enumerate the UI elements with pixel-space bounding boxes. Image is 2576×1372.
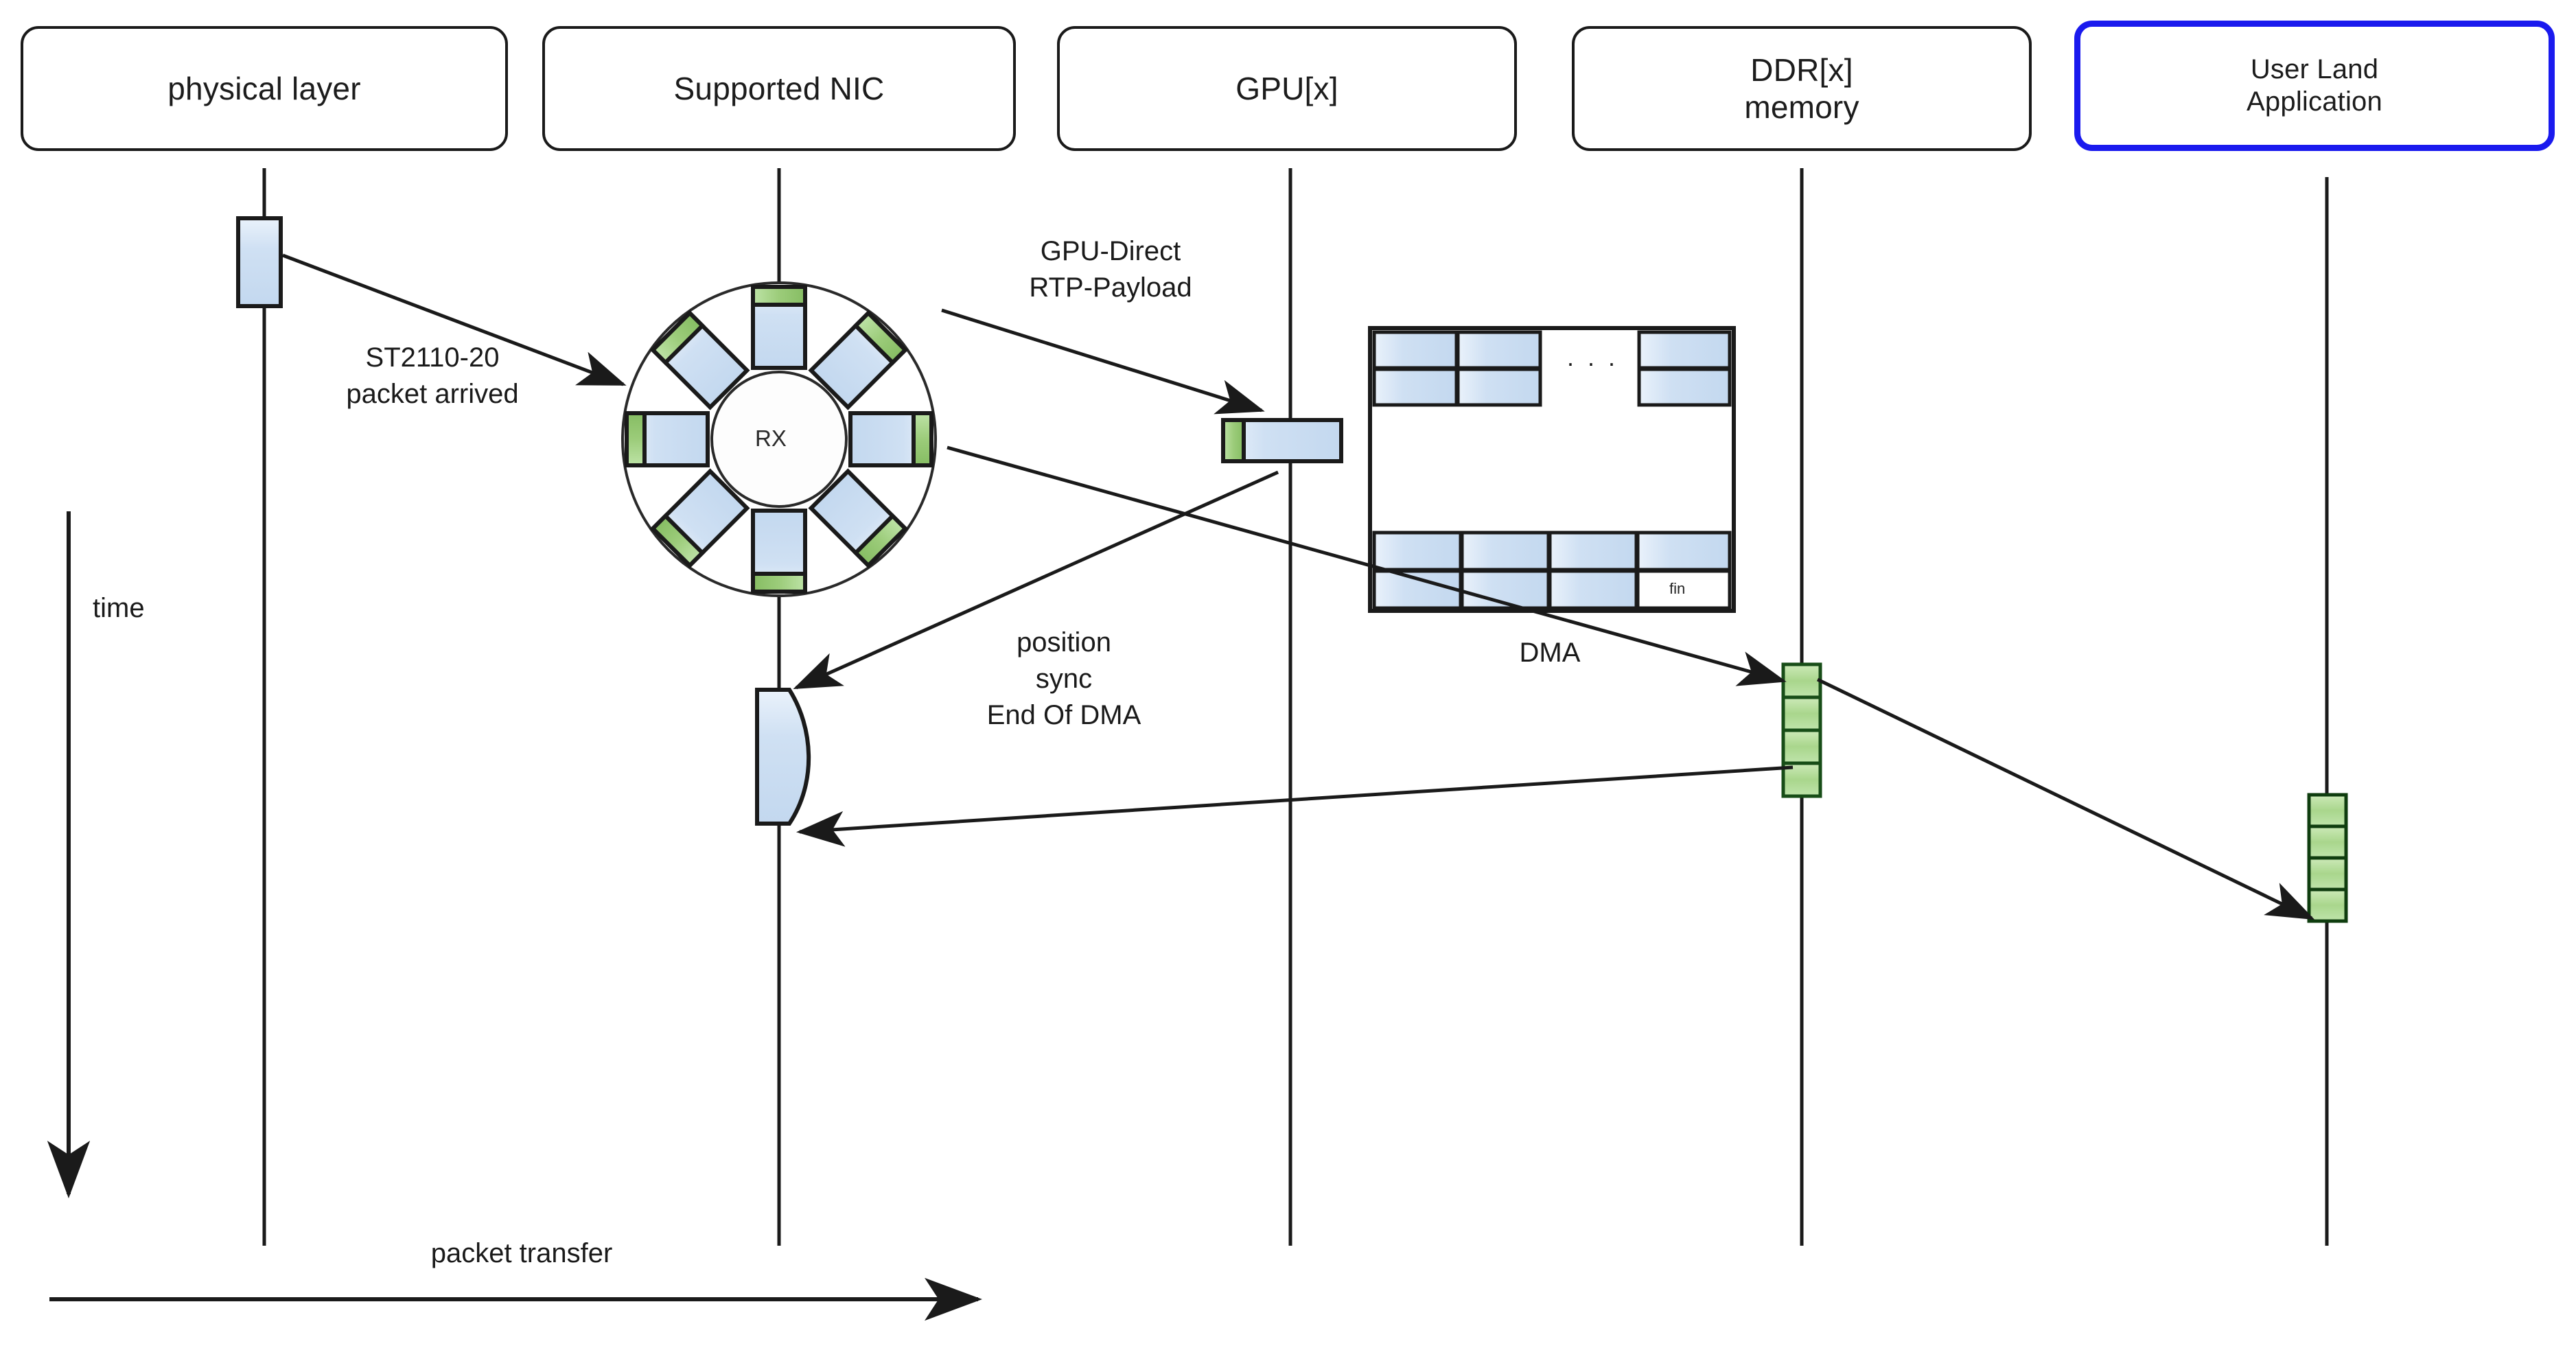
lifeline-header-physical-layer[interactable]: physical layer [21,26,508,151]
packet-transfer-axis-label: packet transfer [430,1238,613,1268]
rx-ring [621,281,937,597]
dma-fin-cell [1636,569,1732,610]
arrow-rx-to-ddr [947,445,1787,686]
activation-ddr-buffers [1781,662,1822,798]
dma-fin-label: fin [1669,580,1686,597]
arrow-position-sync [796,765,1794,847]
arrow-st2110-arrival [282,253,627,386]
lifeline-header-label: Supported NIC [673,70,885,106]
arrow-gpu-to-nic [793,470,1279,690]
arrow-ddr-to-user [1816,677,2315,920]
activation-user-land-buffers [2307,793,2348,923]
activation-nic-dma-wait [755,688,811,826]
rx-ring-slots [625,285,933,594]
dma-ellipsis: · · · [1566,349,1618,377]
rx-ring-center-label: RX [755,426,787,451]
lifeline-header-label: GPU[x] [1235,70,1338,106]
lifeline-header-ddr-memory[interactable]: DDR[x] memory [1572,26,2032,151]
message-label-position-sync: position sync End Of DMA [986,627,1141,730]
message-label-st2110-arrival: ST2110-20 packet arrived [346,342,519,409]
lifeline-header-user-land-app[interactable]: User Land Application [2074,21,2555,151]
arrow-gpu-direct [941,308,1265,415]
message-arrows [282,253,2315,920]
time-axis-label: time [93,593,145,623]
message-label-gpu-direct: GPU-Direct RTP-Payload [1029,236,1192,303]
lifeline-lines [262,168,2329,1246]
dma-memory-block [1368,326,1736,613]
dma-block-label: DMA [1519,638,1581,668]
lifeline-header-label: User Land Application [2247,54,2382,117]
lifeline-header-gpu[interactable]: GPU[x] [1057,26,1517,151]
activation-gpu-buffer [1221,418,1343,463]
dma-top-right-cells [1637,330,1732,407]
dma-top-left-cells [1372,330,1542,407]
lifeline-header-label: physical layer [167,70,361,106]
lifeline-header-supported-nic[interactable]: Supported NIC [542,26,1016,151]
rx-ring-inner [710,371,848,508]
dma-bottom-cells [1372,531,1732,610]
activation-physical-layer [236,216,283,308]
lifeline-header-label: DDR[x] memory [1744,51,1859,125]
